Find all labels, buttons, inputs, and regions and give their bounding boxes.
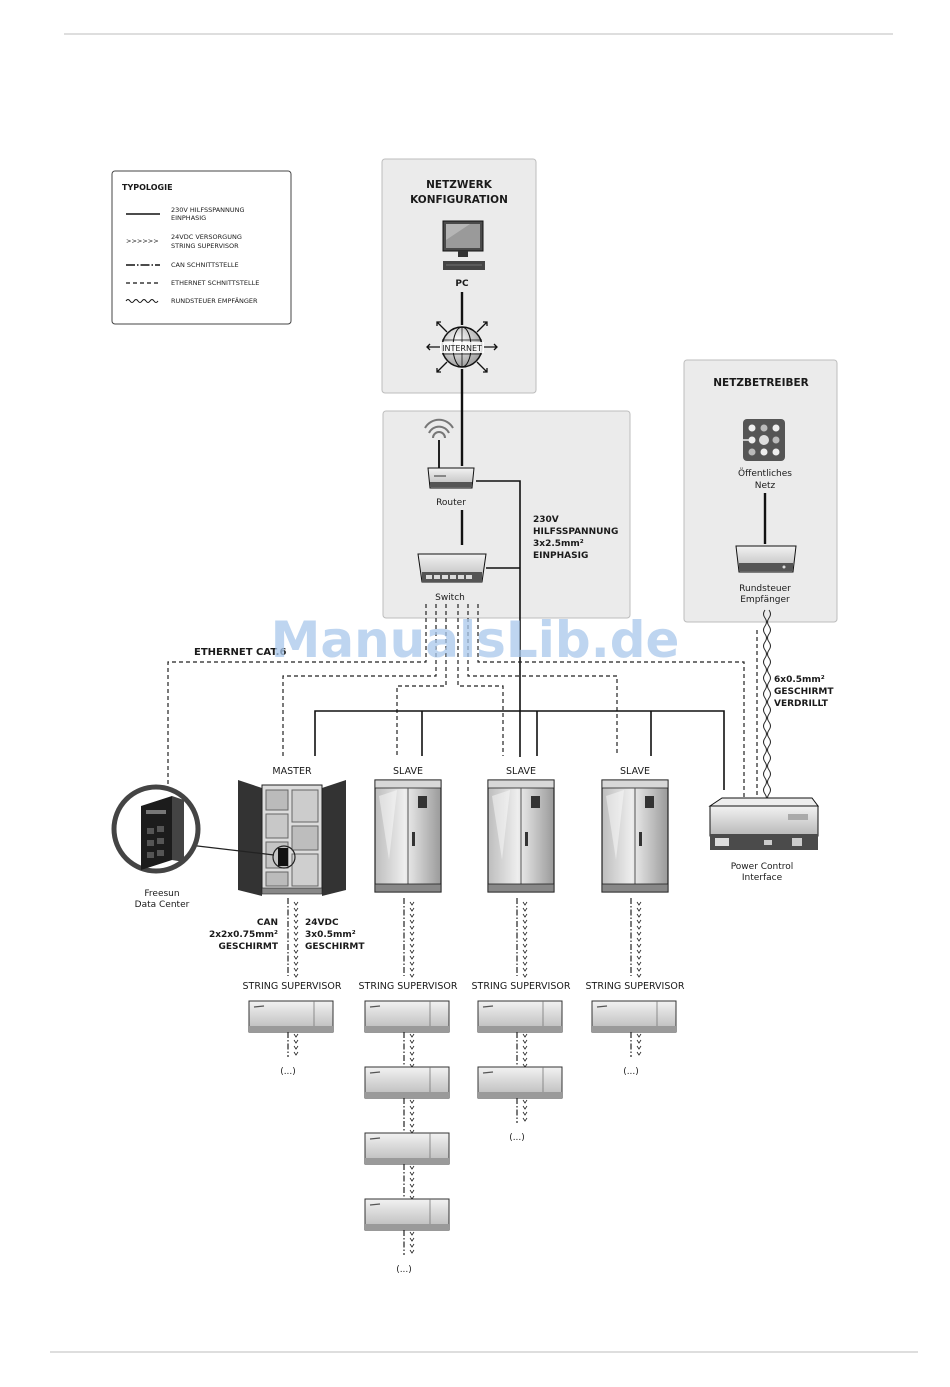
power-bus-230v [314, 710, 725, 790]
continuation-ellipsis-3: (...) [509, 1133, 525, 1143]
internet-label-bg [440, 342, 484, 353]
string-supervisor-label-1: STRING SUPERVISOR [243, 981, 342, 992]
legend-item-2-line1: 24VDC VERSORGUNG [171, 233, 242, 241]
ripple-control-line-2 [767, 609, 771, 803]
vdc-note-line3: GESCHIRMT [305, 942, 365, 952]
power-note-line3: 3x2.5mm² [533, 539, 584, 549]
vdc-note-line1: 24VDC [305, 918, 339, 928]
power-note-line2: HILFSSPANNUNG [533, 527, 618, 537]
pc-icon [442, 220, 485, 270]
grid-label-line2: Netz [755, 481, 776, 491]
continuation-ellipsis-4: (...) [623, 1067, 639, 1077]
cable-note-line3: VERDRILLT [774, 699, 829, 709]
ethernet-label: ETHERNET CAT.6 [194, 647, 286, 658]
vdc-line-3 [522, 901, 528, 978]
can-note-line3: GESCHIRMT [218, 942, 278, 952]
legend-wavy-line [125, 299, 159, 303]
string-supervisor-unit [477, 1066, 563, 1099]
netzwerk-panel [381, 158, 537, 394]
can-note-line1: CAN [257, 918, 278, 928]
cabinet-label-master: MASTER [272, 766, 312, 777]
master-cabinet-base [261, 887, 323, 895]
string-supervisor-unit [364, 1198, 450, 1231]
legend-title: TYPOLOGIE [122, 183, 173, 192]
continuation-ellipsis-2: (...) [396, 1265, 412, 1275]
switch-label: Switch [435, 593, 465, 603]
netzwerk-title-line2: KONFIGURATION [410, 194, 508, 206]
string-supervisor-label-3: STRING SUPERVISOR [472, 981, 571, 992]
legend-item-1-line2: EINPHASIG [171, 214, 206, 222]
switch-icon [417, 553, 487, 583]
power-note-line4: EINPHASIG [533, 551, 588, 561]
grid-label-line1: Öffentliches [738, 468, 792, 479]
receiver-label-line1: Rundsteuer [739, 584, 791, 594]
vdc-line-4 [636, 901, 642, 978]
netzbetreiber-title: NETZBETREIBER [713, 377, 809, 389]
cable-note-line1: 6x0.5mm² [774, 675, 825, 685]
legend-item-2-line2: STRING SUPERVISOR [171, 242, 239, 250]
ripple-receiver-icon [735, 545, 797, 573]
vdc-line-2 [409, 901, 415, 978]
public-grid-icon [743, 419, 785, 461]
router-label: Router [436, 498, 466, 508]
slave-cabinet-2 [487, 779, 555, 893]
watermark: ManualsLib.de [271, 611, 680, 669]
string-supervisor-unit [364, 1066, 450, 1099]
cabinet-label-slave-1: SLAVE [393, 766, 423, 777]
ripple-control-line [763, 609, 767, 803]
power-note-line1: 230V [533, 515, 559, 525]
string-supervisor-unit [364, 1132, 450, 1165]
string-supervisor-label-2: STRING SUPERVISOR [359, 981, 458, 992]
string-supervisor-unit [364, 1000, 450, 1033]
netzbetreiber-panel [683, 359, 838, 623]
vdc-line-1 [293, 901, 299, 978]
router-icon [424, 418, 475, 489]
legend-arrow-line: >>>>>> [126, 237, 159, 245]
master-cabinet [238, 780, 346, 896]
power-line-230v [476, 480, 521, 757]
pci-label-line2: Interface [742, 873, 783, 883]
netzwerk-title-line1: NETZWERK [426, 179, 493, 191]
legend-item-1-line1: 230V HILFSSPANNUNG [171, 206, 245, 214]
cabinet-label-slave-2: SLAVE [506, 766, 536, 777]
slave-cabinet-1 [374, 779, 442, 893]
cabinet-label-slave-3: SLAVE [620, 766, 650, 777]
string-supervisor-unit [248, 1000, 334, 1033]
zoom-circle [272, 845, 296, 869]
power-control-interface-icon [708, 797, 819, 850]
legend-item-5: RUNDSTEUER EMPFÄNGER [171, 296, 258, 305]
legend-item-3: CAN SCHNITTSTELLE [171, 261, 239, 269]
string-supervisor-unit [591, 1000, 677, 1033]
cable-note-line2: GESCHIRMT [774, 687, 834, 697]
data-center-icon [111, 784, 201, 874]
string-supervisor-label-4: STRING SUPERVISOR [586, 981, 685, 992]
continuation-ellipsis-1: (...) [280, 1067, 296, 1077]
pci-label-line1: Power Control [731, 862, 794, 872]
internet-label: INTERNET [442, 344, 482, 353]
data-center-label-line2: Data Center [135, 900, 190, 910]
can-note-line2: 2x2x0.75mm² [209, 930, 278, 940]
pc-label: PC [455, 279, 469, 289]
network-devices-panel [382, 410, 631, 619]
data-center-label-line1: Freesun [144, 889, 179, 899]
string-supervisor-unit [477, 1000, 563, 1033]
ethernet-lines [167, 604, 758, 800]
slave-cabinet-3 [601, 779, 669, 893]
vdc-note-line2: 3x0.5mm² [305, 930, 356, 940]
legend-item-4: ETHERNET SCHNITTSTELLE [171, 279, 259, 287]
receiver-label-line2: Empfänger [740, 595, 790, 605]
legend-box: TYPOLOGIE 230V HILFSSPANNUNG EINPHASIG >… [111, 170, 292, 325]
zoom-connector [188, 844, 275, 856]
